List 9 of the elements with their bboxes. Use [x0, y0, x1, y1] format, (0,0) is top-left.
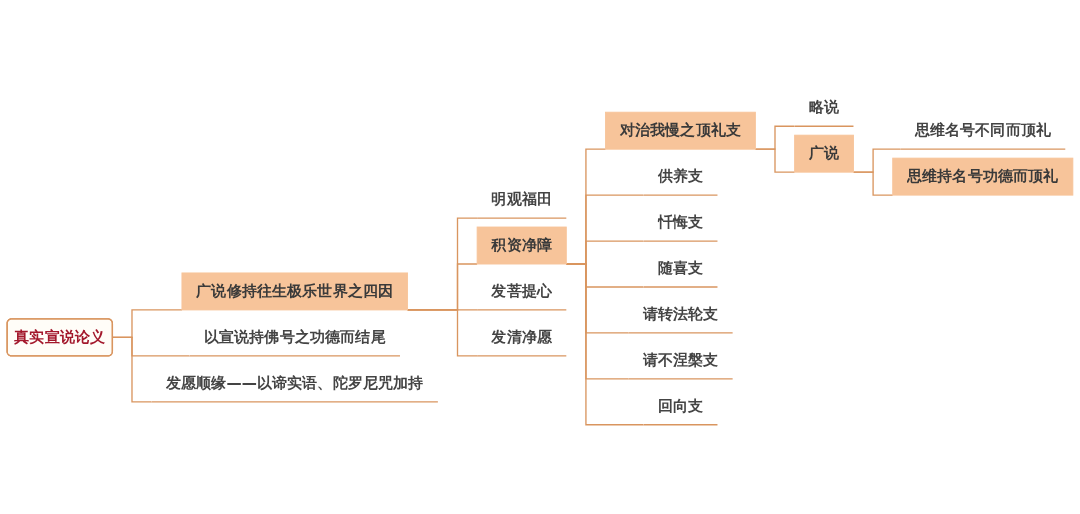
node-box: 广说修持往生极乐世界之四因	[181, 272, 408, 311]
connector	[565, 263, 645, 426]
node-box: 积资净障	[476, 226, 567, 265]
connector	[406, 309, 478, 357]
connector	[852, 171, 894, 196]
connector	[754, 148, 796, 173]
node-box: 对治我慢之顶礼支	[605, 111, 756, 150]
node-box: 思维持名号功德而顶礼	[892, 157, 1074, 196]
node-box: 广说	[794, 134, 854, 173]
